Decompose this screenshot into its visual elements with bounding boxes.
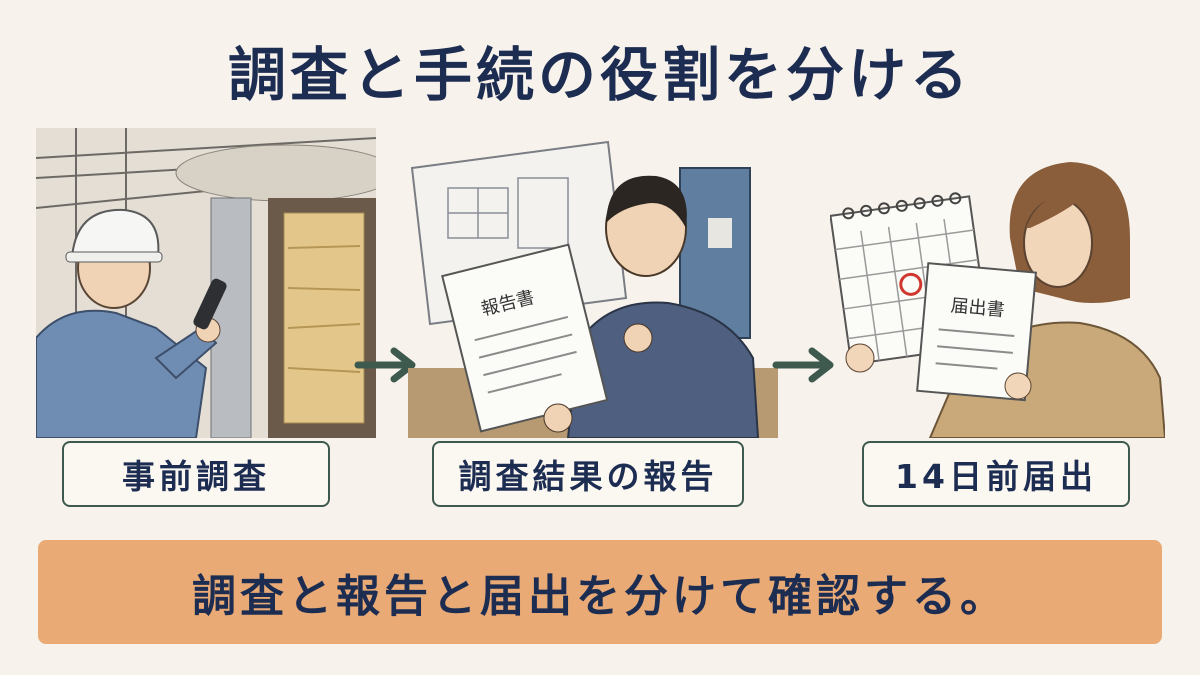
step-label-prior-survey: 事前調査 bbox=[62, 441, 330, 507]
notification-illustration: 届出書 bbox=[830, 128, 1165, 438]
step-label-14-day-notification: 14日前届出 bbox=[862, 441, 1130, 507]
page-title: 調査と手続の役割を分ける bbox=[227, 41, 972, 109]
inspection-illustration bbox=[36, 128, 376, 438]
step-label-survey-report: 調査結果の報告 bbox=[432, 441, 744, 507]
report-illustration: 報告書 bbox=[408, 128, 778, 438]
summary-banner: 調査と報告と届出を分けて確認する。 bbox=[38, 540, 1162, 644]
arrow-right-icon bbox=[770, 345, 840, 389]
arrow-right-icon bbox=[352, 345, 422, 389]
notification-document-label: 届出書 bbox=[950, 295, 1006, 321]
